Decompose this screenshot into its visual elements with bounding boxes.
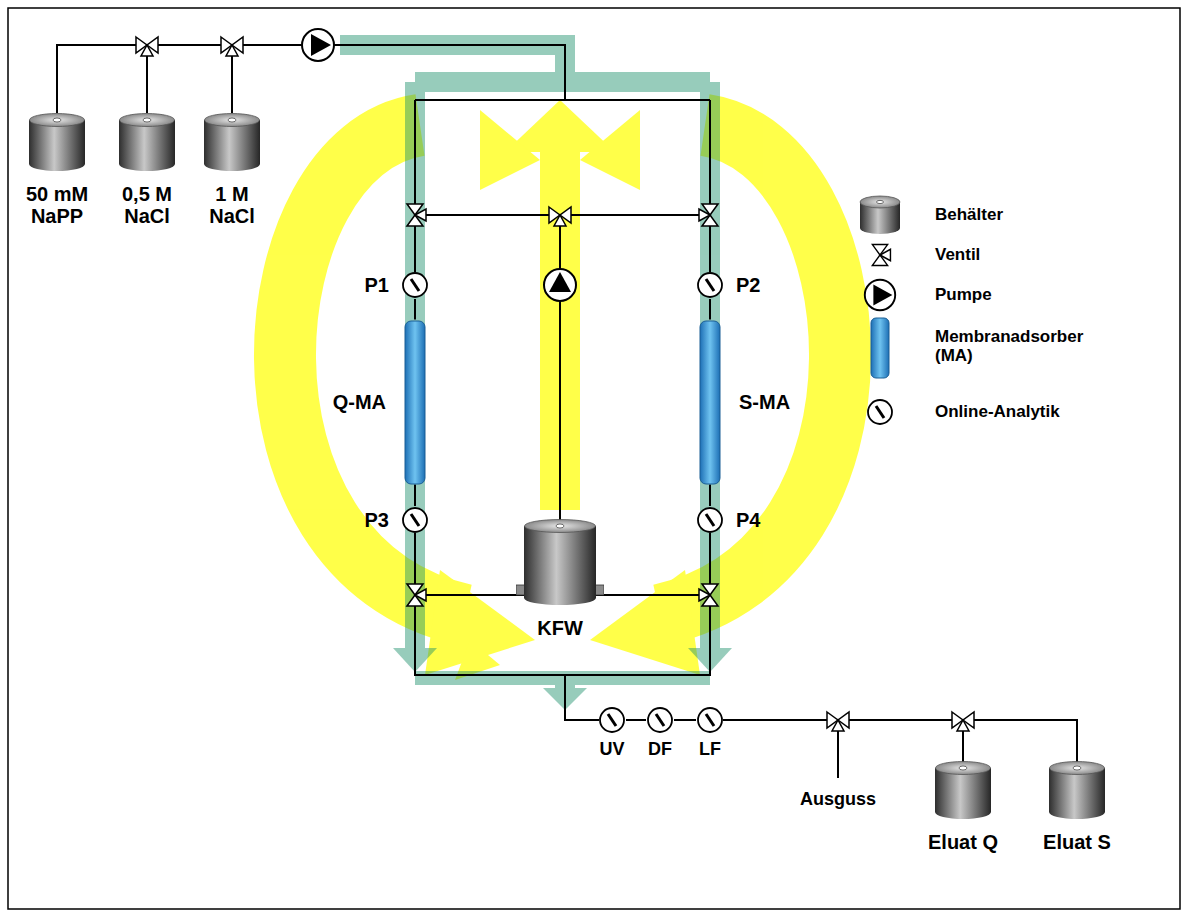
legend-item: Behälter bbox=[935, 206, 1003, 225]
legend-item: Ventil bbox=[935, 246, 980, 265]
membrane-adsorber bbox=[404, 320, 426, 485]
valve-symbol bbox=[549, 207, 571, 226]
pump-symbol bbox=[865, 280, 895, 310]
analytics-node: UV bbox=[598, 706, 626, 760]
flow-arrows-green bbox=[340, 45, 732, 710]
legend-item: Pumpe bbox=[935, 286, 992, 305]
valve-symbol bbox=[827, 712, 849, 731]
analytics-node: P2 bbox=[696, 271, 760, 299]
membrane-adsorber bbox=[699, 320, 721, 485]
tank-symbol bbox=[860, 196, 900, 234]
node-label: 0,5 M NaCl bbox=[107, 183, 187, 227]
pipe-connector bbox=[709, 299, 711, 320]
analytics-gauge bbox=[401, 506, 429, 534]
legend-label: Membranadsorber (MA) bbox=[935, 328, 1115, 365]
node-label: Eluat Q bbox=[928, 831, 998, 853]
node-label: LF bbox=[699, 740, 721, 760]
gauge-symbol bbox=[868, 400, 892, 424]
tank-symbol bbox=[29, 113, 85, 171]
legend-item: Online-Analytik bbox=[935, 403, 1060, 422]
node-label: 50 mM NaPP bbox=[17, 183, 97, 227]
legend-label: Pumpe bbox=[935, 286, 992, 305]
analytics-gauge bbox=[646, 706, 674, 734]
node-label: 1 M NaCl bbox=[192, 183, 272, 227]
node-label: P3 bbox=[365, 509, 389, 531]
container-node: 1 M NaCl bbox=[192, 113, 272, 227]
legend-symbols bbox=[860, 196, 900, 424]
container-node: 50 mM NaPP bbox=[17, 113, 97, 227]
pipe-connector bbox=[414, 299, 416, 320]
pipe-connector bbox=[626, 719, 646, 721]
valve-symbol bbox=[221, 37, 243, 56]
node-label: P4 bbox=[736, 509, 760, 531]
node-label: Eluat S bbox=[1043, 831, 1111, 853]
container-node: KFW bbox=[516, 519, 604, 639]
pump-symbol bbox=[544, 269, 576, 301]
container-node: Eluat S bbox=[1043, 761, 1111, 853]
analytics-gauge bbox=[401, 271, 429, 299]
node-label: P2 bbox=[736, 274, 760, 296]
analytics-node: DF bbox=[646, 706, 674, 760]
valve-symbol bbox=[407, 204, 426, 226]
tank-symbol bbox=[119, 113, 175, 171]
node-label: Q-MA bbox=[333, 391, 386, 413]
tank-symbol bbox=[1049, 761, 1105, 819]
pumps bbox=[302, 29, 576, 301]
valve-symbol bbox=[407, 584, 426, 606]
outlet-label: Ausguss bbox=[800, 790, 876, 810]
valve-symbol bbox=[872, 245, 890, 266]
valve-symbol bbox=[136, 37, 158, 56]
legend-label: Online-Analytik bbox=[935, 403, 1060, 422]
analytics-gauge bbox=[696, 706, 724, 734]
analytics-node: P1 bbox=[365, 271, 429, 299]
pump-symbol bbox=[302, 29, 334, 61]
valve-symbol bbox=[952, 712, 974, 731]
tank-symbol bbox=[204, 113, 260, 171]
valve-symbol bbox=[699, 584, 718, 606]
analytics-node: P4 bbox=[696, 506, 760, 534]
tank-symbol bbox=[935, 761, 991, 819]
node-label: P1 bbox=[365, 274, 389, 296]
flow-arrows-yellow bbox=[285, 100, 840, 680]
tank-symbol bbox=[516, 519, 604, 605]
analytics-gauge bbox=[696, 506, 724, 534]
pipe-connector bbox=[674, 719, 696, 721]
adsorber-node: Q-MA bbox=[333, 320, 426, 485]
legend-item: Membranadsorber (MA) bbox=[935, 328, 1115, 365]
pipe-connector bbox=[414, 485, 416, 507]
node-label: UV bbox=[599, 740, 624, 760]
ma-symbol bbox=[871, 318, 889, 378]
pipe-connector bbox=[709, 485, 711, 507]
valves bbox=[136, 37, 974, 731]
analytics-node: P3 bbox=[365, 506, 429, 534]
adsorber-node: S-MA bbox=[699, 320, 790, 485]
legend-label: Ventil bbox=[935, 246, 980, 265]
container-node: 0,5 M NaCl bbox=[107, 113, 187, 227]
valve-symbol bbox=[699, 204, 718, 226]
legend-label: Behälter bbox=[935, 206, 1003, 225]
node-label: KFW bbox=[537, 617, 583, 639]
node-label: S-MA bbox=[739, 391, 790, 413]
analytics-gauge bbox=[598, 706, 626, 734]
container-node: Eluat Q bbox=[928, 761, 998, 853]
analytics-gauge bbox=[696, 271, 724, 299]
frame-border bbox=[8, 8, 1180, 909]
pipes bbox=[57, 45, 1077, 778]
analytics-node: LF bbox=[696, 706, 724, 760]
node-label: DF bbox=[648, 740, 672, 760]
